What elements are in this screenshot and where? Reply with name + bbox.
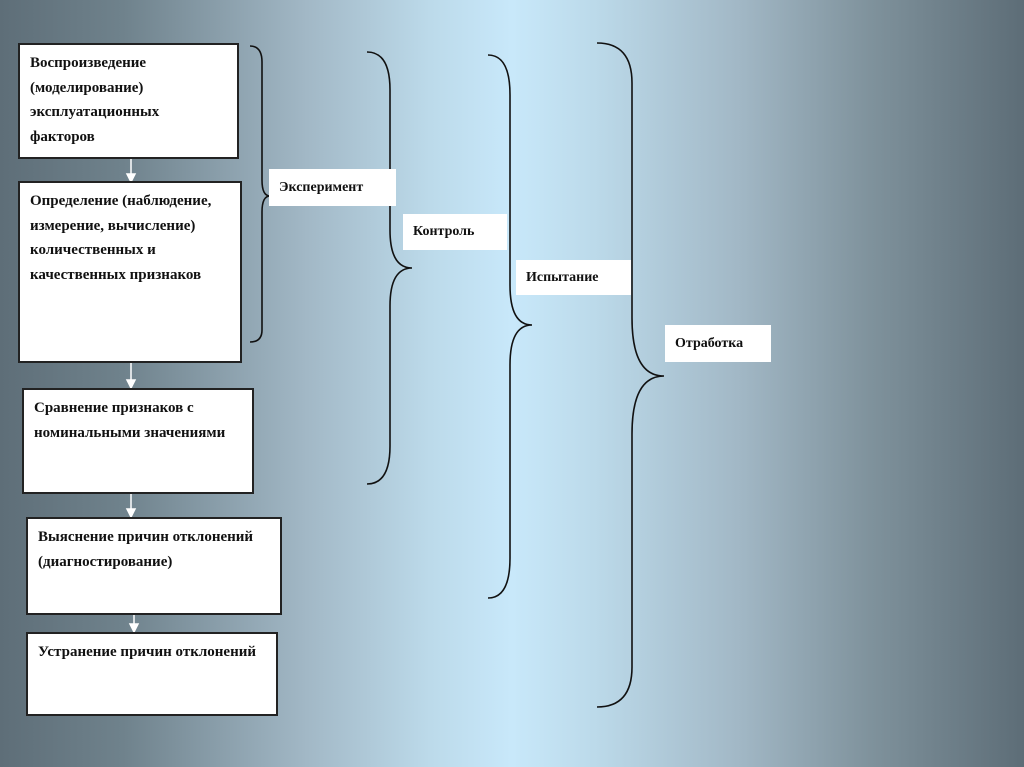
brace-refinement [596, 42, 665, 708]
brace-experiment [249, 45, 271, 343]
group-label-control: Контроль [403, 214, 507, 250]
brace-control [366, 51, 413, 485]
step-box-1: Воспроизведение (моделирование) эксплуат… [18, 43, 239, 159]
arrow-icon [125, 493, 137, 519]
step-box-2: Определение (наблюдение, измерение, вычи… [18, 181, 242, 363]
step-box-3: Сравнение признаков с номинальными значе… [22, 388, 254, 494]
arrow-icon [125, 158, 137, 184]
step-box-4: Выяснение причин отклонений (диагностиро… [26, 517, 282, 615]
group-label-testing: Испытание [516, 260, 631, 295]
group-label-experiment: Эксперимент [269, 169, 396, 206]
brace-testing [487, 54, 533, 599]
arrow-icon [125, 362, 137, 390]
group-label-refinement: Отработка [665, 325, 771, 362]
arrow-icon [128, 614, 140, 634]
step-box-5: Устранение причин отклонений [26, 632, 278, 716]
